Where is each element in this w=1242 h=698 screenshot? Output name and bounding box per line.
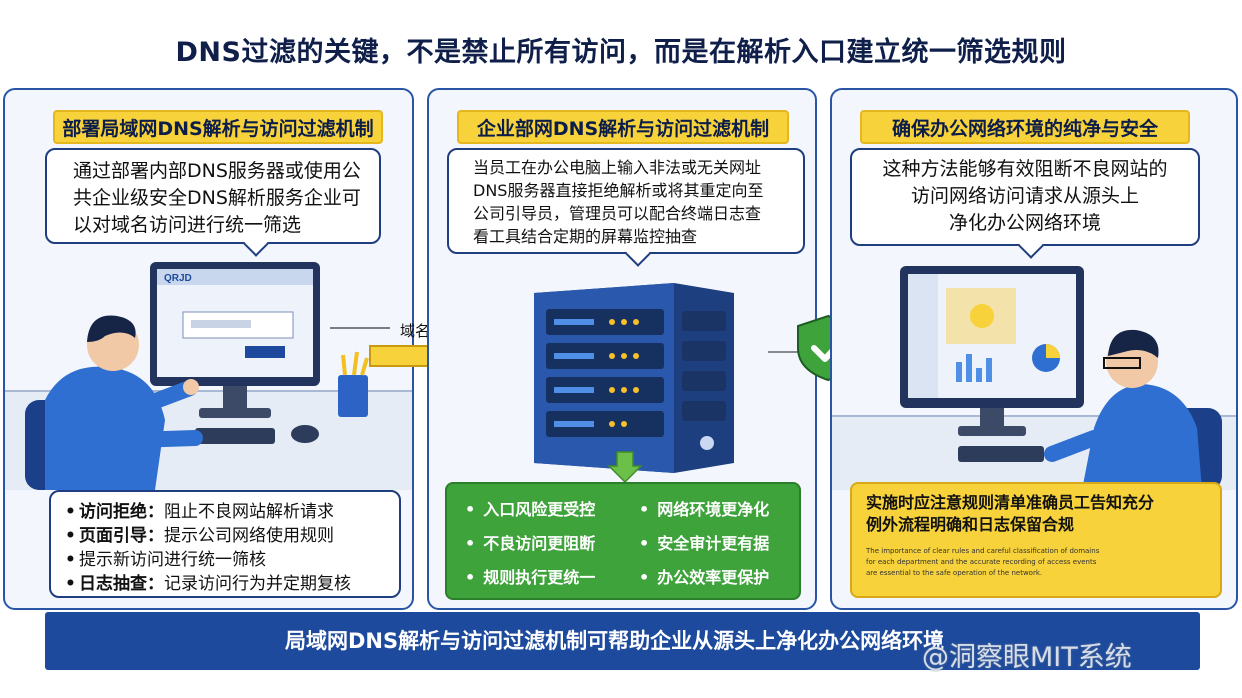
page-title: DNS过滤的关键，不是禁止所有访问，而是在解析入口建立统一筛选规则 xyxy=(175,37,1067,68)
list-desc: 提示新访问进行统一筛核 xyxy=(79,550,266,570)
fine-print: The importance of clear rules and carefu… xyxy=(866,546,1206,579)
list-item: 提示新访问进行统一筛核 xyxy=(65,548,385,572)
panel3-banner: 确保办公网络环境的纯净与安全 xyxy=(860,110,1190,144)
panel1-bubble: 通过部署内部DNS服务器或使用公 共企业级安全DNS解析服务企业可 以对域名访问… xyxy=(45,148,381,257)
note-text: 实施时应注意规则清单准确员工告知充分 例外流程明确和日志保留合规 xyxy=(866,492,1206,536)
list-item: 页面引导：提示公司网络使用规则 xyxy=(65,524,385,548)
panel3-bubble-line: 这种方法能够有效阻断不良网站的 xyxy=(882,158,1168,180)
benefit-item: 规则执行更统一 xyxy=(465,564,595,588)
panel2-bubble-line: DNS服务器直接拒绝解析或将其重定向至 xyxy=(473,181,764,200)
panel-deploy: 部署局域网DNS解析与访问过滤机制 通过部署内部DNS服务器或使用公 共企业级安… xyxy=(3,88,414,610)
footer-banner: 局域网DNS解析与访问过滤机制可帮助企业从源头上净化办公网络环境 xyxy=(45,612,1200,670)
watermark: @洞察眼MIT系统 xyxy=(922,642,1132,673)
notes-box: 实施时应注意规则清单准确员工告知充分 例外流程明确和日志保留合规 The imp… xyxy=(850,482,1222,598)
note-line: 实施时应注意规则清单准确员工告知充分 xyxy=(866,493,1155,512)
list-item: 日志抽查：记录访问行为并定期复核 xyxy=(65,572,385,596)
benefit-item: 网络环境更净化 xyxy=(639,496,769,520)
panel1-banner: 部署局域网DNS解析与访问过滤机制 xyxy=(53,110,383,144)
panel3-bubble-line: 净化办公网络环境 xyxy=(948,212,1101,234)
list-term: 访问拒绝： xyxy=(79,502,164,522)
list-term: 日志抽查： xyxy=(79,574,164,594)
panel2-banner: 企业部网DNS解析与访问过滤机制 xyxy=(457,110,789,144)
panel1-bubble-line: 通过部署内部DNS服务器或使用公 xyxy=(73,160,361,182)
panel-secure: 确保办公网络环境的纯净与安全 这种方法能够有效阻断不良网站的 访问网络访问请求从… xyxy=(830,88,1238,610)
fine-print-line: for each department and the accurate rec… xyxy=(866,558,1097,566)
list-desc: 记录访问行为并定期复核 xyxy=(164,574,351,594)
benefit-item: 办公效率更保护 xyxy=(639,564,769,588)
benefits-box: 入口风险更受控 不良访问更阻断 规则执行更统一 网络环境更净化 安全审计更有据 … xyxy=(445,482,801,600)
fine-print-line: The importance of clear rules and carefu… xyxy=(866,547,1100,555)
fine-print-line: are essential to the safe operation of t… xyxy=(866,569,1043,577)
list-desc: 提示公司网络使用规则 xyxy=(164,526,334,546)
down-arrow-icon xyxy=(607,451,643,484)
note-line: 例外流程明确和日志保留合规 xyxy=(866,515,1075,534)
panel-enterprise: 企业部网DNS解析与访问过滤机制 当员工在办公电脑上输入非法或无关网址 DNS服… xyxy=(427,88,817,610)
list-term: 页面引导： xyxy=(79,526,164,546)
worker-at-dashboard-illustration xyxy=(900,266,1222,490)
benefit-item: 不良访问更阻断 xyxy=(465,530,595,554)
list-desc: 阻止不良网站解析请求 xyxy=(164,502,334,522)
panel3-bubble-line: 访问网络访问请求从源头上 xyxy=(910,185,1139,207)
panel2-bubble-line: 看工具结合定期的屏幕监控抽查 xyxy=(473,227,698,246)
panel3-bubble: 这种方法能够有效阻断不良网站的 访问网络访问请求从源头上 净化办公网络环境 xyxy=(850,148,1200,259)
panel1-bubble-line: 以对域名访问进行统一筛选 xyxy=(73,214,302,236)
worker-at-monitor-illustration: QRJD xyxy=(25,262,369,490)
benefit-item: 安全审计更有据 xyxy=(639,530,769,554)
dns-server-icon xyxy=(534,283,734,473)
list-item: 访问拒绝：阻止不良网站解析请求 xyxy=(65,500,385,524)
benefit-item: 入口风险更受控 xyxy=(465,496,595,520)
panel2-bubble-line: 公司引导员，管理员可以配合终端日志查 xyxy=(473,204,762,223)
panel2-bubble: 当员工在办公电脑上输入非法或无关网址 DNS服务器直接拒绝解析或将其重定向至 公… xyxy=(447,148,805,267)
screen-logo: QRJD xyxy=(164,273,192,284)
panel1-feature-list: 访问拒绝：阻止不良网站解析请求 页面引导：提示公司网络使用规则 提示新访问进行统… xyxy=(49,490,401,598)
panel2-bubble-line: 当员工在办公电脑上输入非法或无关网址 xyxy=(473,158,762,177)
panel1-bubble-line: 共企业级安全DNS解析服务企业可 xyxy=(73,187,361,209)
